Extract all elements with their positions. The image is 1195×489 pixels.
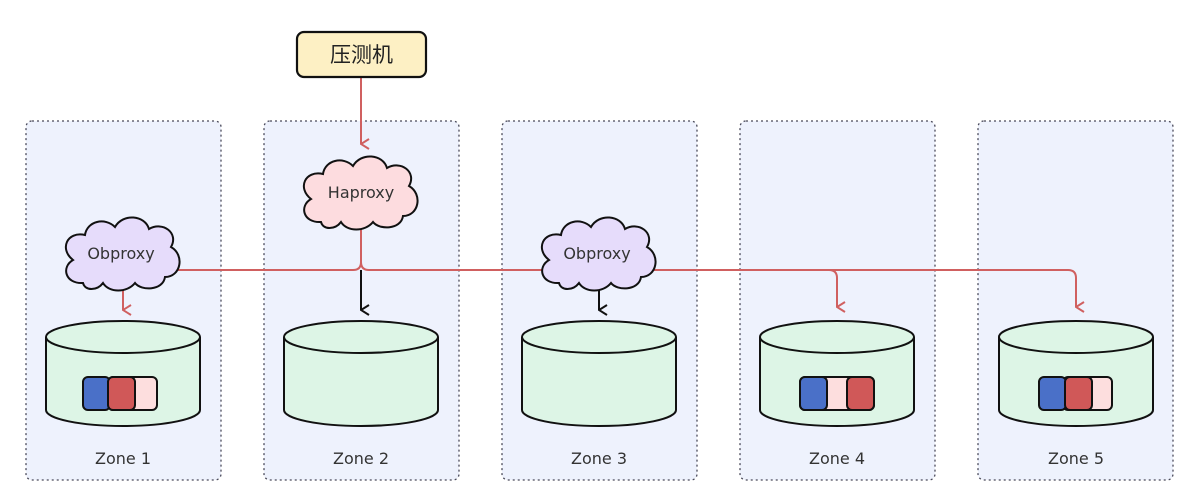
zone-label-2: Zone 2: [333, 449, 389, 468]
database-cylinder-3: [521, 320, 677, 427]
zone-label-4: Zone 4: [809, 449, 865, 468]
replica-group-zone-5: [1038, 376, 1113, 411]
database-cylinder-2: [283, 320, 439, 427]
flow-to-zone-4: [630, 269, 837, 307]
replica-red: [1064, 376, 1093, 411]
flow-to-zone-5: [360, 261, 1076, 307]
zone-label-1: Zone 1: [95, 449, 151, 468]
replica-group-zone-4: [799, 376, 875, 411]
replica-blue: [799, 376, 828, 411]
replica-blue: [1038, 376, 1067, 411]
haproxy-cloud: Haproxy: [302, 155, 419, 231]
obproxy-label: Obproxy: [87, 244, 154, 263]
replica-group-zone-1: [82, 376, 158, 411]
client-box: 压测机: [295, 30, 428, 79]
obproxy-cloud-zone-1: Obproxy: [64, 216, 181, 292]
zone-label-3: Zone 3: [571, 449, 627, 468]
replica-red: [846, 376, 875, 411]
flow-connectors: [122, 77, 1076, 310]
replica-red: [107, 376, 136, 411]
obproxy-cloud-zone-3: Obproxy: [540, 216, 657, 292]
obproxy-label: Obproxy: [563, 244, 630, 263]
haproxy-label: Haproxy: [328, 183, 394, 202]
client-label: 压测机: [330, 43, 393, 67]
zone-label-5: Zone 5: [1048, 449, 1104, 468]
replica-blue: [82, 376, 111, 411]
